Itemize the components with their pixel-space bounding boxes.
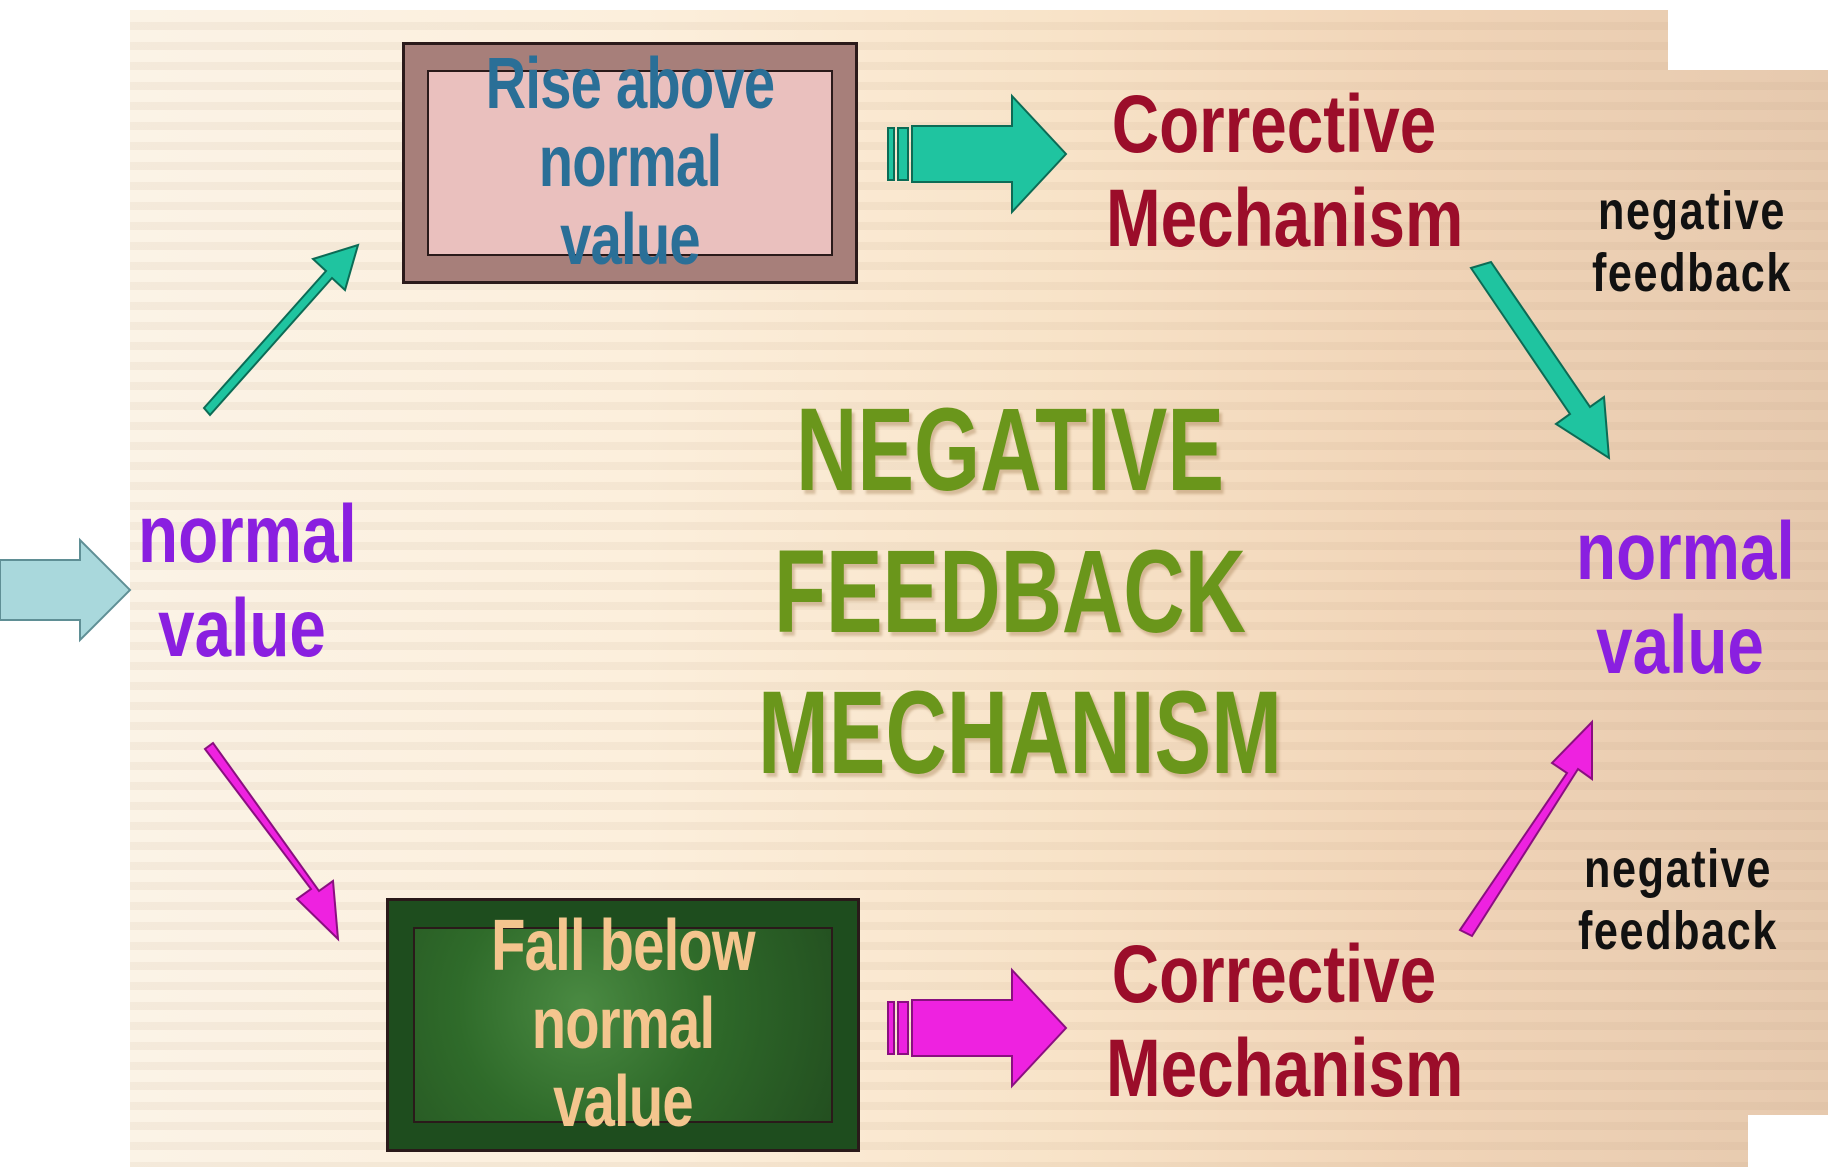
rise-above-text: Rise above normal value <box>485 44 776 280</box>
down-arrow-to-fall <box>203 741 340 942</box>
up-arrow-to-normal <box>1458 719 1593 938</box>
rise-above-box-inner: Rise above normal value <box>427 46 833 279</box>
right-arrow-to-corrective-bottom <box>887 967 1068 1089</box>
entry-arrow <box>0 537 132 643</box>
up-arrow-to-rise <box>202 243 360 417</box>
negative-feedback-bottom: negative feedback <box>1577 839 1779 962</box>
fall-below-text: Fall below normal value <box>491 906 755 1142</box>
fall-below-box: Fall below normal value <box>386 898 860 1152</box>
background-notch-top <box>1668 10 1828 70</box>
rise-above-box: Rise above normal value <box>402 42 858 284</box>
right-arrow-to-corrective-top <box>887 93 1068 215</box>
end-normal-value-label: normal value <box>1576 506 1795 692</box>
background-notch-bottom <box>1748 1115 1828 1167</box>
diagram-title: NEGATIVE FEEDBACK MECHANISM <box>758 384 1282 800</box>
down-arrow-to-normal <box>1469 260 1611 460</box>
fall-below-box-inner: Fall below normal value <box>413 908 833 1141</box>
corrective-mechanism-bottom: Corrective Mechanism <box>1106 929 1464 1115</box>
negative-feedback-top: negative feedback <box>1591 181 1793 304</box>
start-normal-value-label: normal value <box>138 489 357 675</box>
corrective-mechanism-top: Corrective Mechanism <box>1106 79 1464 265</box>
